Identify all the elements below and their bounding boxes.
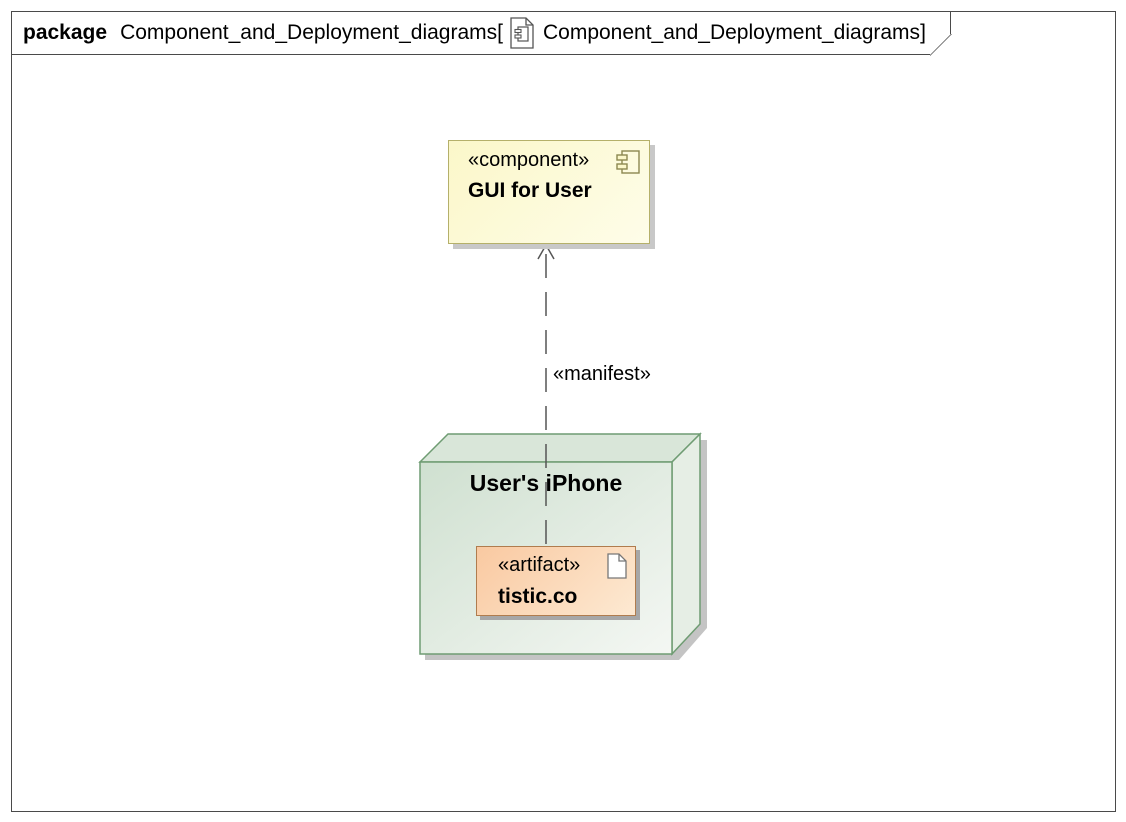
component-icon <box>615 149 641 175</box>
frame-package-name: Component_and_Deployment_diagrams <box>120 21 498 44</box>
gui-for-user-component[interactable]: «component» GUI for User <box>448 140 650 244</box>
component-stereotype: «component» <box>468 149 590 171</box>
frame-keyword: package <box>23 21 108 44</box>
artifact-stereotype: «artifact» <box>498 554 581 576</box>
frame-tab-corner <box>929 34 952 56</box>
diagram-frame: package Component_and_Deployment_diagram… <box>11 11 1116 812</box>
component-name: GUI for User <box>468 179 592 202</box>
component-diagram-icon <box>509 17 535 49</box>
frame-diagram-name: Component_and_Deployment_diagrams <box>542 21 921 44</box>
frame-close-bracket: ] <box>920 21 926 44</box>
frame-open-bracket: [ <box>497 21 503 44</box>
tistic-artifact[interactable]: «artifact» tistic.co <box>476 546 636 616</box>
document-icon <box>607 553 627 579</box>
dependency-label: «manifest» <box>553 363 651 385</box>
frame-header: package Component_and_Deployment_diagram… <box>12 12 952 56</box>
artifact-name: tistic.co <box>498 585 578 608</box>
node-name: User's iPhone <box>469 470 623 496</box>
